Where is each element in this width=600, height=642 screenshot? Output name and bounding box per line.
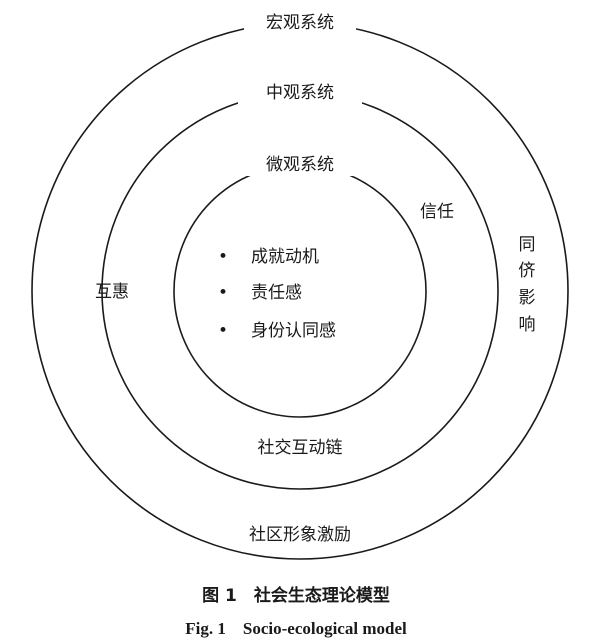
micro-label-bg xyxy=(238,152,362,176)
micro-system-label: 微观系统 xyxy=(266,155,334,175)
macro-label-bg xyxy=(244,10,356,34)
meso-system-label: 中观系统 xyxy=(266,83,334,103)
community-image-label-bg xyxy=(224,520,376,546)
bullet-icon: • xyxy=(218,247,228,267)
bullet-icon: • xyxy=(218,321,228,341)
macro-system-label: 宏观系统 xyxy=(266,13,334,33)
meso-label-bg xyxy=(238,80,362,104)
core-item-identity: 身份认同感 xyxy=(251,321,336,341)
trust-label: 信任 xyxy=(420,202,454,222)
core-item-responsibility: 责任感 xyxy=(251,283,302,303)
figure-caption-english: Fig. 1 Socio-ecological model xyxy=(185,619,407,638)
peer-influence-char-1: 同 xyxy=(519,235,536,255)
social-chain-label-bg xyxy=(238,434,362,460)
peer-influence-char-3: 影 xyxy=(519,288,536,308)
peer-influence-char-2: 侪 xyxy=(519,261,536,281)
social-interaction-chain-label: 社交互动链 xyxy=(258,438,343,458)
peer-influence-char-4: 响 xyxy=(519,315,536,335)
reciprocity-label: 互惠 xyxy=(95,282,129,302)
core-item-achievement-motivation: 成就动机 xyxy=(251,247,319,267)
figure-caption-chinese: 图 1 社会生态理论模型 xyxy=(202,585,390,606)
community-image-incentive-label: 社区形象激励 xyxy=(249,525,351,545)
bullet-icon: • xyxy=(218,283,228,303)
